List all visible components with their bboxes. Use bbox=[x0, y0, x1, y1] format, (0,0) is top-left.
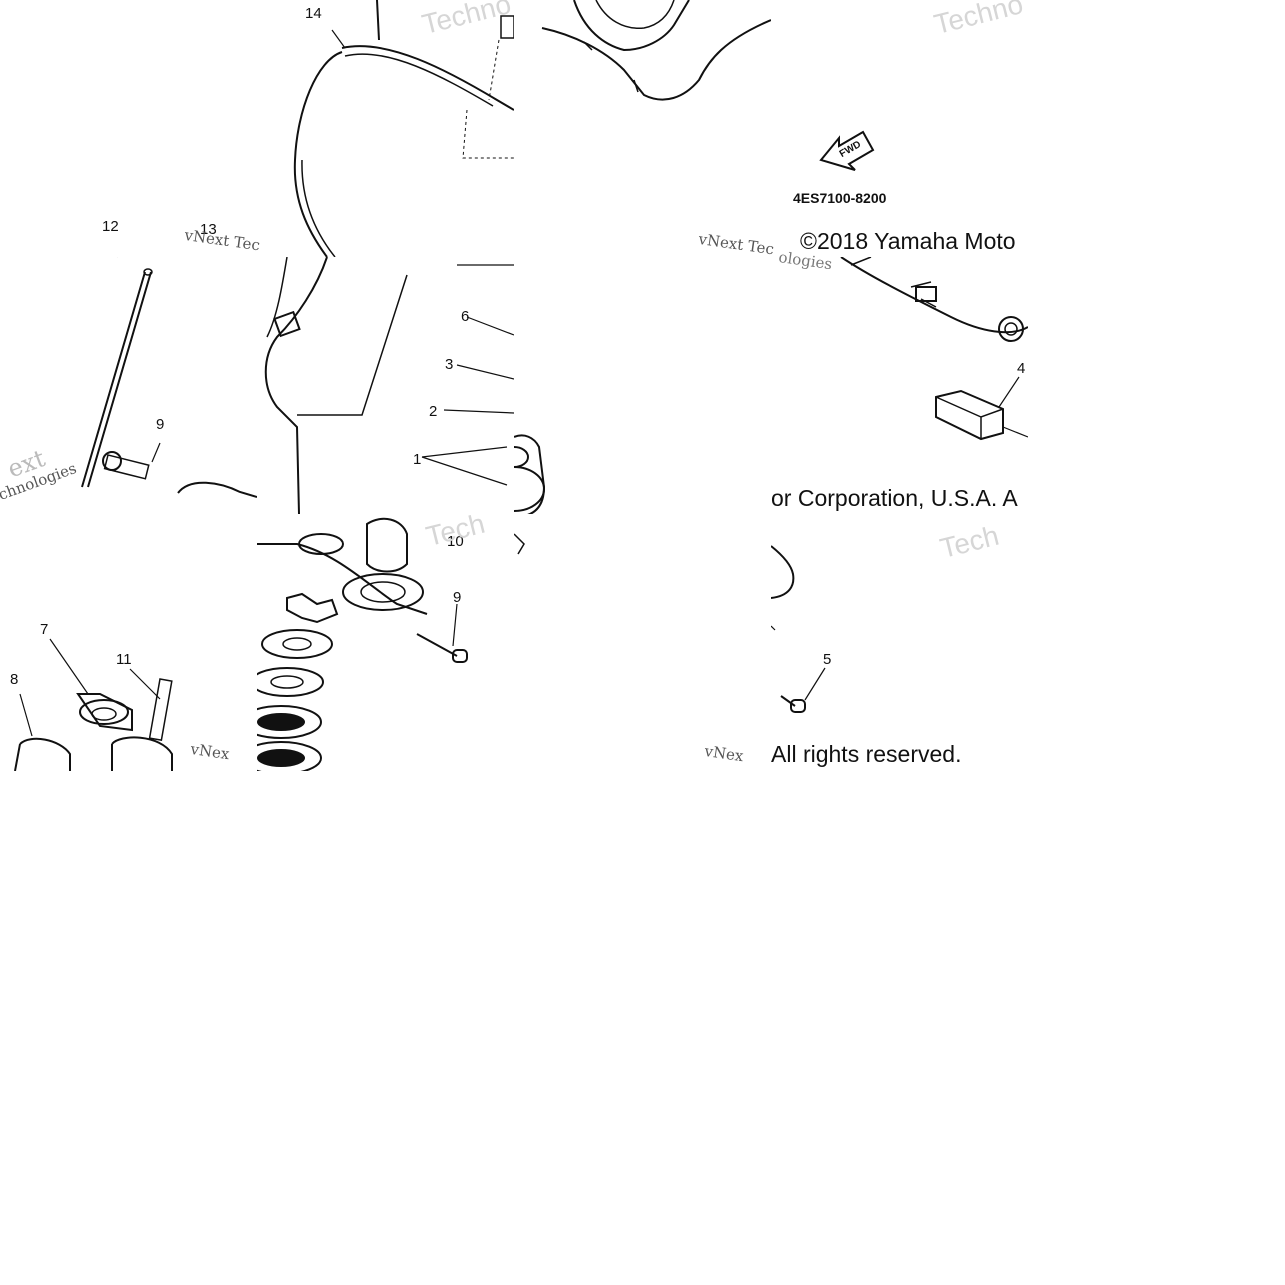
copyright-line-2: or Corporation, U.S.A. A bbox=[771, 485, 1018, 511]
callout-6: 6 bbox=[461, 308, 470, 325]
callout-3: 3 bbox=[445, 356, 454, 373]
tile-r1c3: 4 bbox=[771, 257, 1028, 514]
fwd-arrow-drawing bbox=[819, 130, 875, 171]
tile-r2c0: 7 8 11 vNex bbox=[0, 514, 257, 771]
callout-9-upper: 9 bbox=[156, 416, 165, 433]
watermark-text: vNext Tec bbox=[183, 226, 262, 255]
tile-r2c3: 5 Tech bbox=[771, 514, 1028, 771]
tile-r0c2 bbox=[514, 0, 771, 257]
windshield-upper-drawing bbox=[293, 0, 514, 257]
callout-12-label: 12 bbox=[102, 218, 119, 235]
diagram-code: 4ES7100-8200 bbox=[793, 190, 887, 206]
small-bolt-drawing bbox=[771, 545, 826, 713]
handlebar-holder-drawing bbox=[840, 257, 1028, 441]
callout-7: 7 bbox=[40, 621, 49, 638]
callout-10: 10 bbox=[447, 533, 464, 550]
bearing-fragment-drawing bbox=[514, 434, 546, 514]
copyright-line-1: ©2018 Yamaha Moto bbox=[800, 228, 1016, 254]
steering-stem-drawing bbox=[257, 517, 468, 771]
callout-9-lower: 9 bbox=[453, 589, 462, 606]
edge-fragment-drawing bbox=[514, 533, 525, 555]
cowl-bracket-drawing bbox=[541, 0, 771, 101]
tile-r1c1: 6 3 2 1 bbox=[257, 257, 514, 514]
tile-r1c0: 12 9 ext chnologies bbox=[0, 257, 257, 514]
callout-1: 1 bbox=[413, 451, 422, 468]
callout-14: 14 bbox=[305, 5, 322, 22]
tile-r0c3: FWD 4ES7100-8200 Techno bbox=[771, 0, 1028, 257]
copyright-line-3: All rights reserved. bbox=[771, 741, 962, 767]
tile-r2c2 bbox=[514, 514, 771, 771]
callout-4: 4 bbox=[1017, 360, 1026, 377]
tile-r2c1: 9 10 Tech bbox=[257, 514, 514, 771]
tile-r1c2 bbox=[514, 257, 771, 514]
windshield-lower-drawing bbox=[264, 257, 514, 514]
damper-parts-drawing bbox=[14, 638, 173, 771]
tile-r0c1: 14 Techno bbox=[257, 0, 514, 257]
callout-5: 5 bbox=[823, 651, 832, 668]
callout-13: 13 bbox=[200, 221, 217, 238]
rod-and-bolt-drawing bbox=[81, 257, 257, 498]
callout-8: 8 bbox=[10, 671, 19, 688]
callout-11: 11 bbox=[116, 651, 132, 668]
callout-2: 2 bbox=[429, 403, 438, 420]
